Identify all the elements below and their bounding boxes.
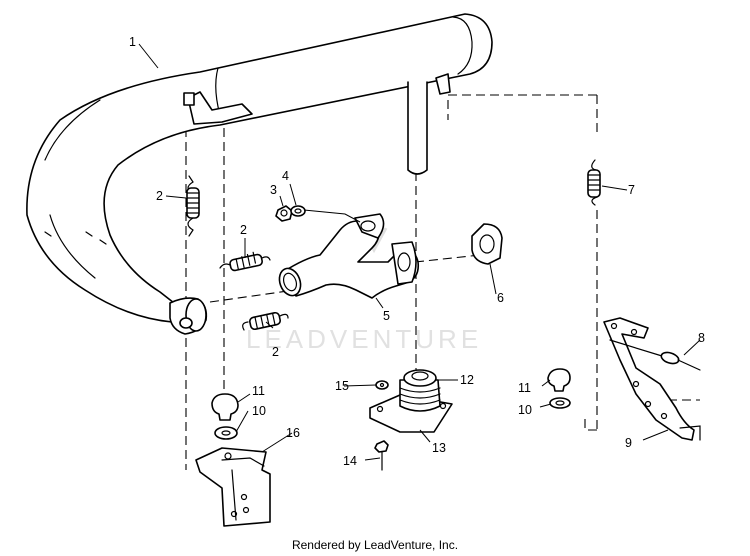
callout-2-lower: 2: [272, 345, 279, 359]
washer-left: [214, 426, 238, 440]
spring-upper-left: [186, 175, 200, 237]
washer-right: [549, 397, 571, 409]
bracket-left: [195, 447, 271, 527]
watermark-text: LEADVENTURE: [246, 324, 482, 354]
callout-8: 8: [698, 331, 705, 345]
callout-11-right: 11: [518, 381, 531, 395]
callout-4: 4: [282, 169, 289, 183]
washer-part-15: [375, 380, 389, 390]
exhaust-manifold: [278, 213, 420, 299]
bracket-right: [603, 317, 701, 441]
callout-11-left: 11: [252, 384, 265, 398]
callout-7: 7: [628, 183, 635, 197]
spring-lower: [242, 311, 289, 331]
callout-1: 1: [129, 35, 136, 49]
muffler: [26, 13, 493, 335]
callout-5: 5: [383, 309, 390, 323]
grommet-left: [211, 393, 239, 421]
callout-15: 15: [335, 379, 349, 393]
callout-10-right: 10: [518, 403, 532, 417]
nut-part-3: [275, 205, 293, 222]
spring-right: [587, 159, 601, 206]
callout-2-middle: 2: [240, 223, 247, 237]
callout-3: 3: [270, 183, 277, 197]
spring-middle: [219, 251, 271, 272]
callout-9: 9: [625, 436, 632, 450]
callout-13: 13: [432, 441, 446, 455]
callout-6: 6: [497, 291, 504, 305]
callout-16: 16: [286, 426, 300, 440]
throttle-cable: [609, 339, 701, 371]
gasket: [471, 223, 503, 265]
washer-part-4: [290, 205, 306, 217]
callout-2-upper: 2: [156, 189, 163, 203]
callout-12: 12: [460, 373, 474, 387]
callout-14: 14: [343, 454, 357, 468]
footer-credit: Rendered by LeadVenture, Inc.: [291, 538, 459, 552]
leader-lines: [138, 43, 701, 461]
watermark-logo: LEADVENTURE: [246, 227, 482, 354]
grommet-right: [547, 368, 571, 392]
isolator-bushing: [399, 369, 441, 412]
callout-labels: 1 2 2 2 3 4 5 6 7 8 9 10 10 11 11 12 13 …: [129, 35, 705, 468]
callout-10-left: 10: [252, 404, 266, 418]
stud-part-14: [374, 440, 389, 471]
